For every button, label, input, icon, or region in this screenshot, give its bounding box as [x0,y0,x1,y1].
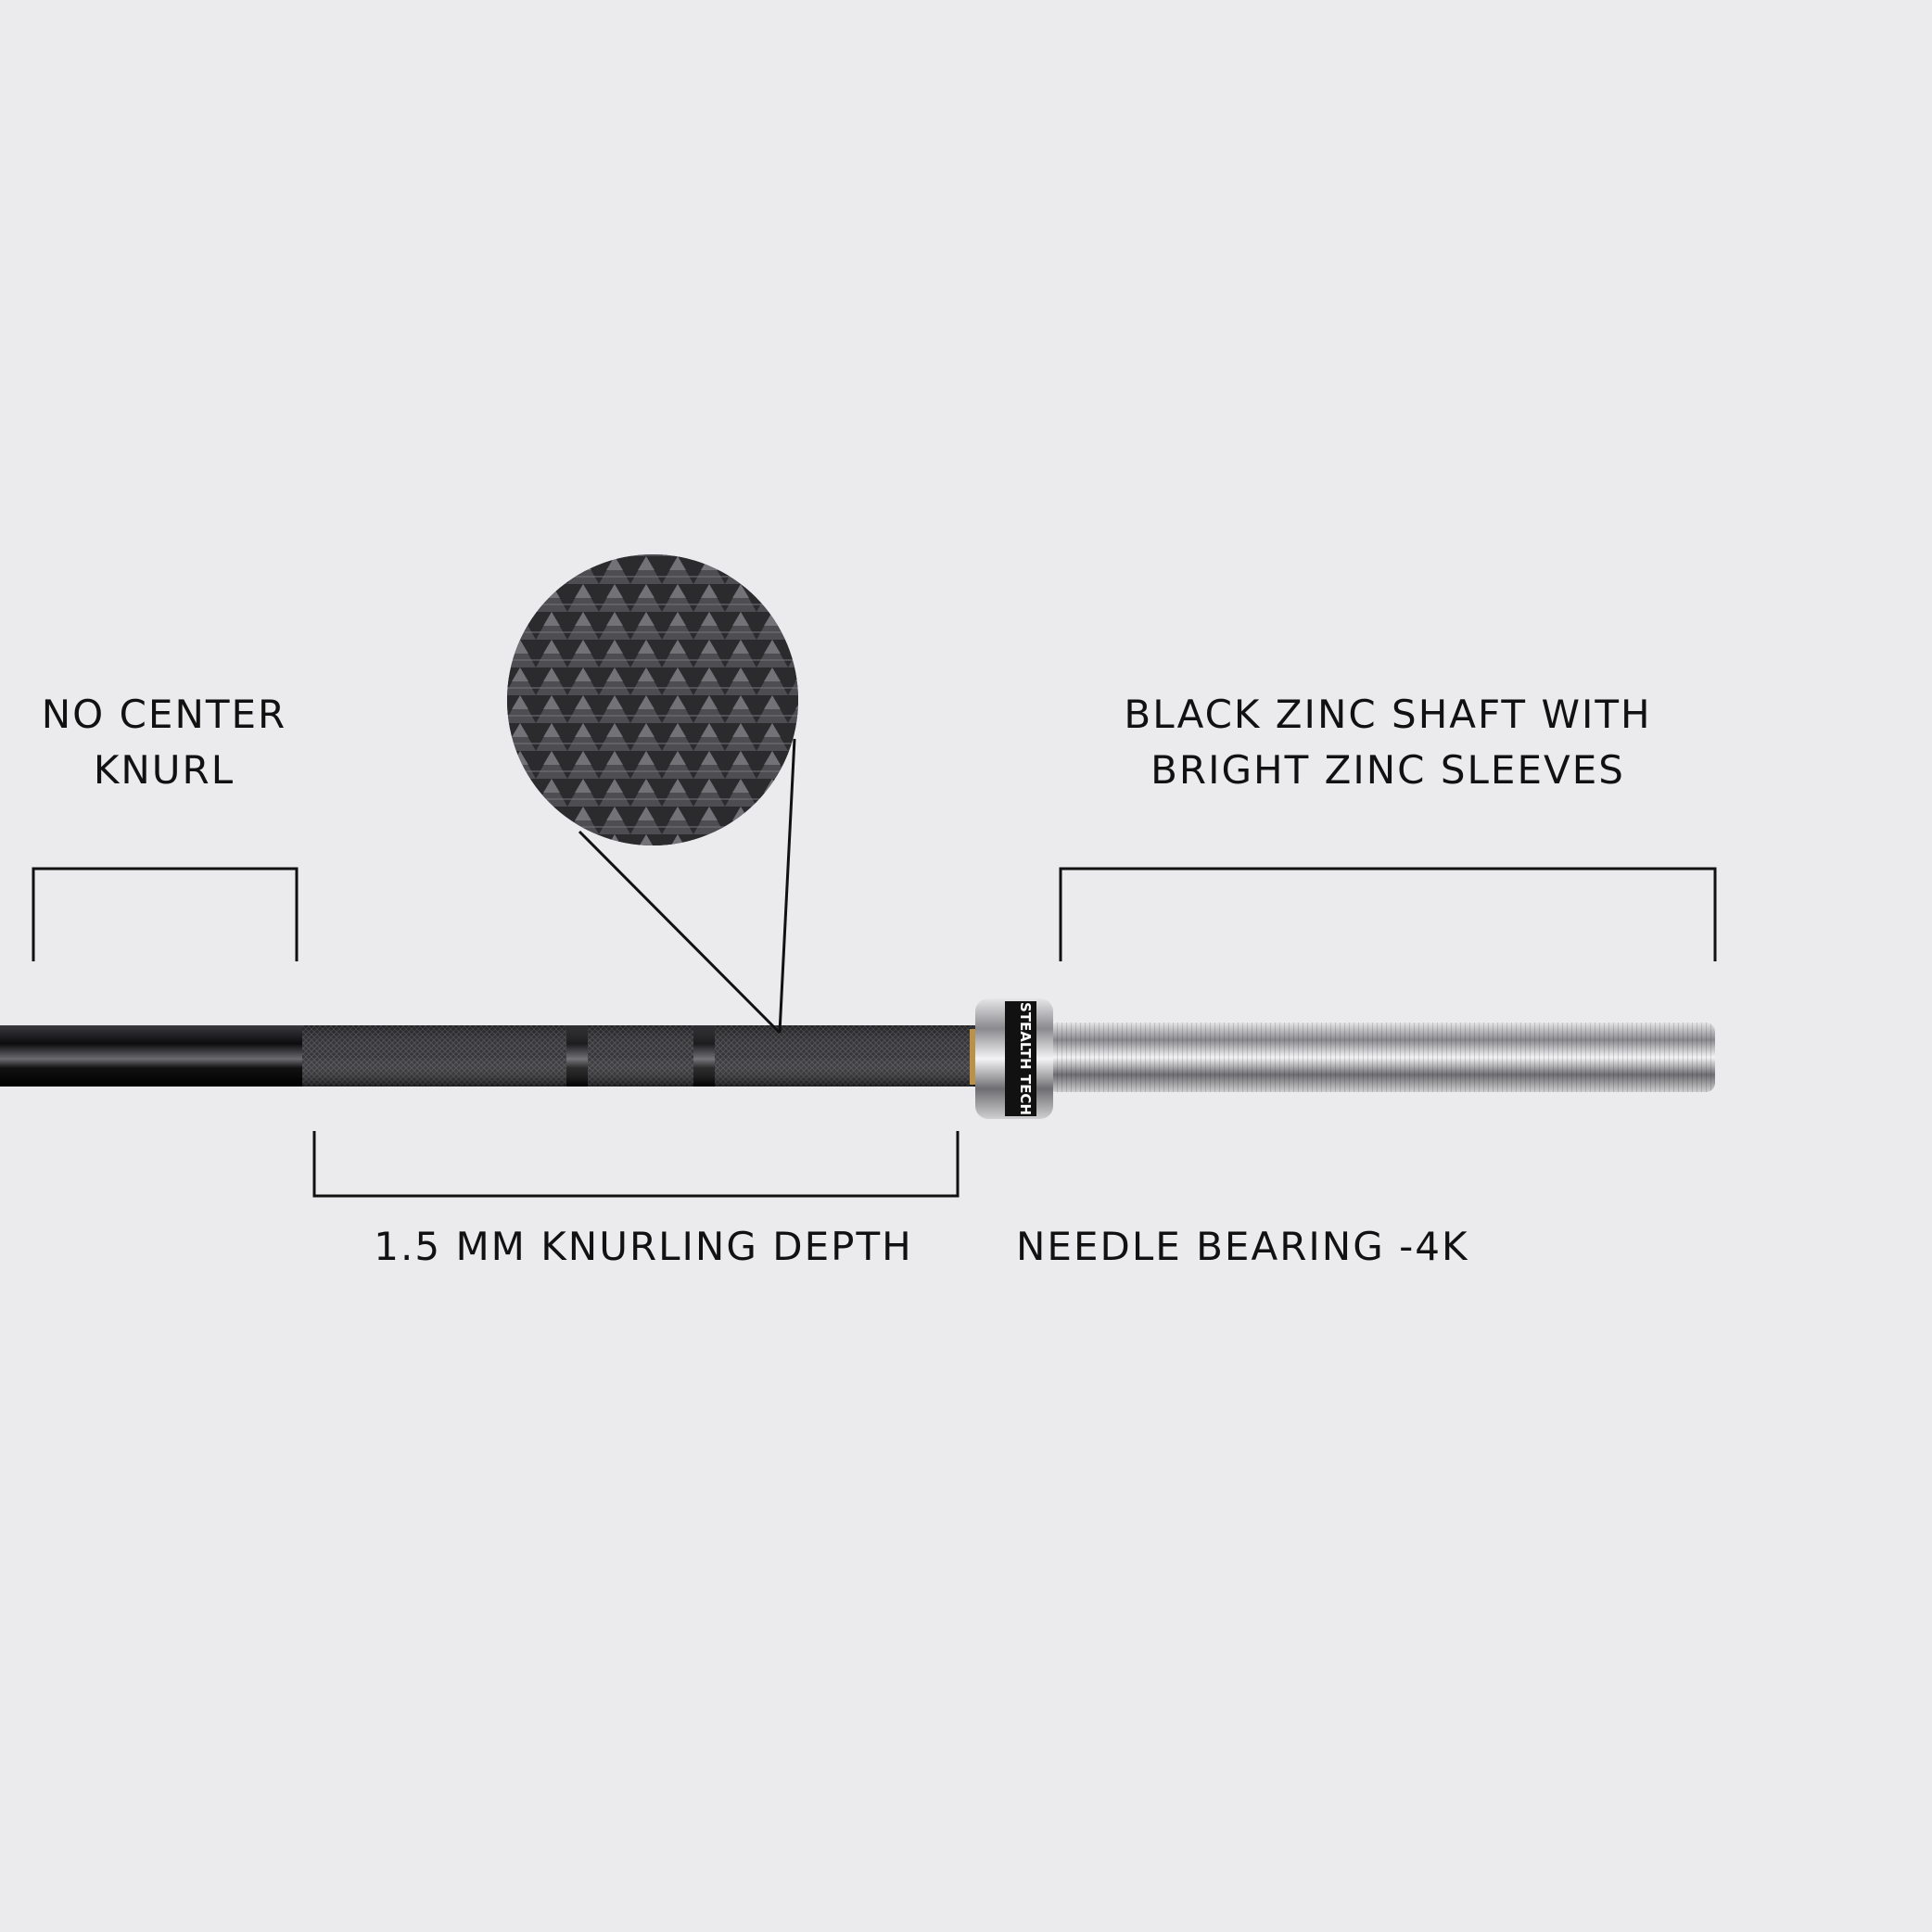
bracket-no-center-knurl [32,867,299,961]
bracket-sleeves [1059,867,1717,961]
label-line: KNURL [93,747,235,793]
label-no-center-knurl: NO CENTER KNURL [42,687,286,798]
label-line: BLACK ZINC SHAFT WITH [1124,692,1652,737]
knurled-section [302,1025,973,1087]
collar-bearing: STEALTH TECH [970,998,1053,1119]
label-knurling-depth: 1.5 MM KNURLING DEPTH [374,1224,913,1269]
label-line: NO CENTER [41,692,287,737]
label-shaft-sleeves: BLACK ZINC SHAFT WITH BRIGHT ZINC SLEEVE… [1124,687,1651,798]
label-line: BRIGHT ZINC SLEEVES [1150,747,1625,793]
label-needle-bearing: NEEDLE BEARING -4K [1016,1224,1469,1269]
knurl-zoom-callout [507,554,798,1035]
collar-logo: STEALTH TECH [1017,1002,1034,1115]
bracket-knurling-depth [312,1131,960,1198]
